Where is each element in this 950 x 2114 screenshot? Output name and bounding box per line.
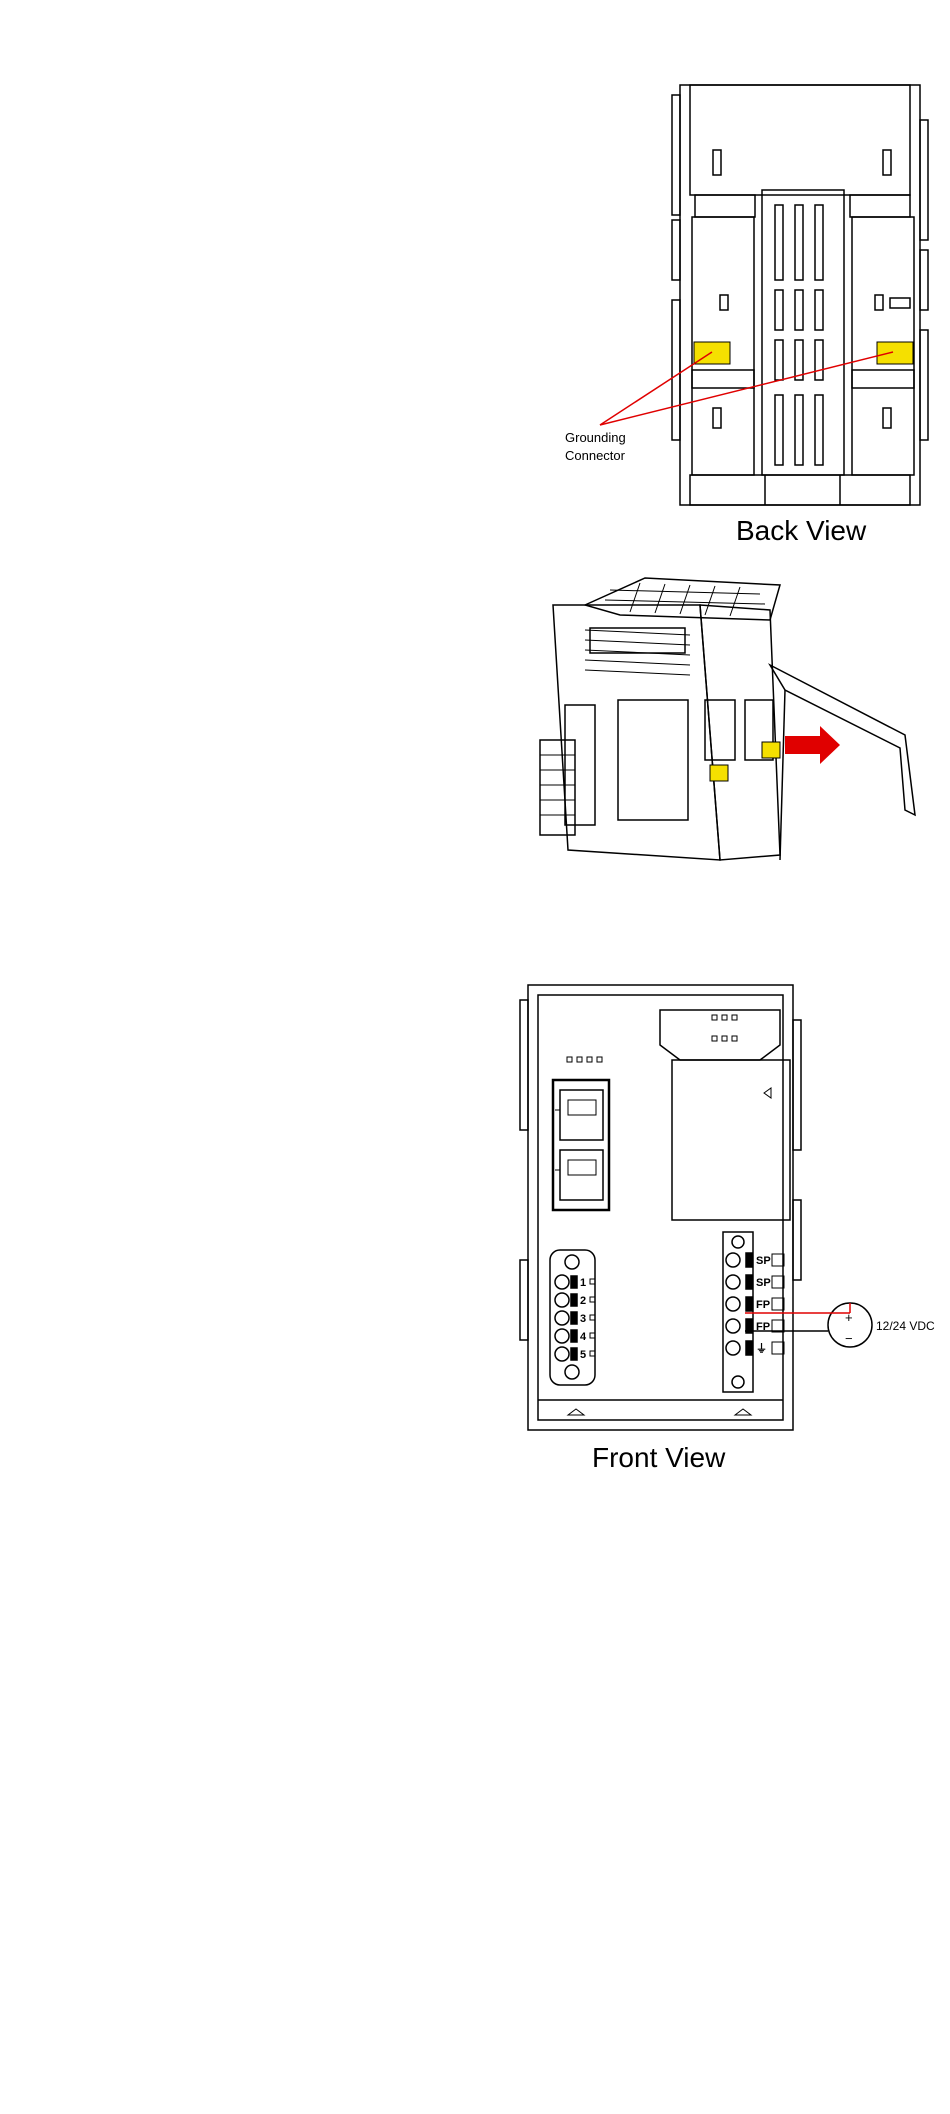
supply-minus-sign: − (845, 1331, 853, 1346)
back-slot (713, 408, 721, 428)
iso-top-vents (605, 583, 765, 616)
back-left-vents (672, 95, 680, 440)
terminal-pin-clamp (746, 1297, 752, 1311)
front-right-vents (793, 1020, 801, 1280)
back-lower-band-left (692, 370, 754, 388)
terminal-pin-clamp (746, 1341, 752, 1355)
terminal-pin-socket (726, 1275, 740, 1289)
terminal-pin-socket (726, 1297, 740, 1311)
serial-pin-socket (555, 1329, 569, 1343)
grounding-callout-line-right (600, 352, 893, 425)
back-slot (875, 295, 883, 310)
back-slot (883, 150, 891, 175)
isometric-removal-figure (540, 578, 915, 860)
serial-pin-number: 3 (580, 1313, 586, 1325)
terminal-pin-label: SP (756, 1277, 771, 1289)
iso-top-grille (585, 578, 780, 620)
terminal-pin-clamp (746, 1275, 752, 1289)
serial-pin-socket (555, 1293, 569, 1307)
terminal-screw-bottom (732, 1376, 744, 1388)
removal-arrow (785, 726, 840, 764)
supply-plus-sign: + (845, 1310, 853, 1325)
back-slot (890, 298, 910, 308)
terminal-pin-socket (726, 1253, 740, 1267)
connector-screw-top (565, 1255, 579, 1269)
terminal-pin-cap (772, 1342, 784, 1354)
iso-grounding-connector-2 (762, 742, 780, 758)
back-view-caption: Back View (736, 515, 867, 546)
back-top-panel (690, 85, 910, 195)
back-right-vents (920, 120, 928, 440)
terminal-pin-cap (772, 1254, 784, 1266)
serial-pin-group: 1 2 3 4 5 (555, 1275, 595, 1361)
iso-terminal-lines (540, 755, 575, 815)
back-upper-clip-left (695, 195, 755, 217)
terminal-pin-cap (772, 1298, 784, 1310)
serial-pin-socket (555, 1275, 569, 1289)
back-slot (720, 295, 728, 310)
front-side-cover (672, 1060, 790, 1220)
grounding-connector-right (877, 342, 913, 364)
iso-left-face (565, 705, 595, 825)
iso-main-body (553, 605, 720, 860)
serial-pin-clamp (571, 1348, 577, 1360)
ethernet-port-pins (555, 1100, 596, 1175)
terminal-pin-cap (772, 1320, 784, 1332)
back-lower-band-right (852, 370, 914, 388)
terminal-screw-top (732, 1236, 744, 1248)
back-slot (713, 150, 721, 175)
front-view-caption: Front View (592, 1442, 726, 1473)
terminal-pin-label: SP (756, 1255, 771, 1267)
terminal-pin-socket (726, 1319, 740, 1333)
back-view-figure: Grounding Connector Back View (565, 85, 928, 546)
grounding-label-line2: Connector (565, 448, 626, 463)
iso-label-panel (618, 700, 688, 820)
serial-pin-clamp (571, 1276, 577, 1288)
terminal-pin-socket (726, 1341, 740, 1355)
grounding-label-line1: Grounding (565, 430, 626, 445)
front-left-vents (520, 1000, 528, 1340)
serial-pin-number: 1 (580, 1277, 586, 1289)
triangle-mark (764, 1088, 771, 1098)
terminal-pin-clamp (746, 1253, 752, 1267)
back-slot (883, 408, 891, 428)
serial-pin-number: 2 (580, 1295, 586, 1307)
serial-pin-number: 4 (580, 1331, 587, 1343)
back-bottom-feet (690, 475, 910, 505)
supply-voltage-label: 12/24 VDC (876, 1319, 935, 1333)
bottom-latch-left (568, 1409, 584, 1415)
terminal-pin-label: ⏚ (756, 1342, 767, 1355)
serial-pin-number: 5 (580, 1349, 586, 1361)
terminal-pin-label: FP (756, 1299, 770, 1311)
front-led-indicators (567, 1015, 737, 1062)
iso-terminal-block (540, 740, 575, 835)
serial-pin-clamp (571, 1294, 577, 1306)
back-upper-clip-right (850, 195, 910, 217)
serial-pin-socket (555, 1311, 569, 1325)
terminal-pin-cap (772, 1276, 784, 1288)
iso-din-module (700, 605, 780, 860)
front-led-module (660, 1010, 780, 1060)
back-rail-slots (775, 205, 823, 465)
bottom-latch-right (735, 1409, 751, 1415)
serial-pin-clamp (571, 1330, 577, 1342)
serial-pin-clamp (571, 1312, 577, 1324)
iso-grounding-connector-1 (710, 765, 728, 781)
connector-screw-bottom (565, 1365, 579, 1379)
back-housing (680, 85, 920, 505)
serial-pin-socket (555, 1347, 569, 1361)
